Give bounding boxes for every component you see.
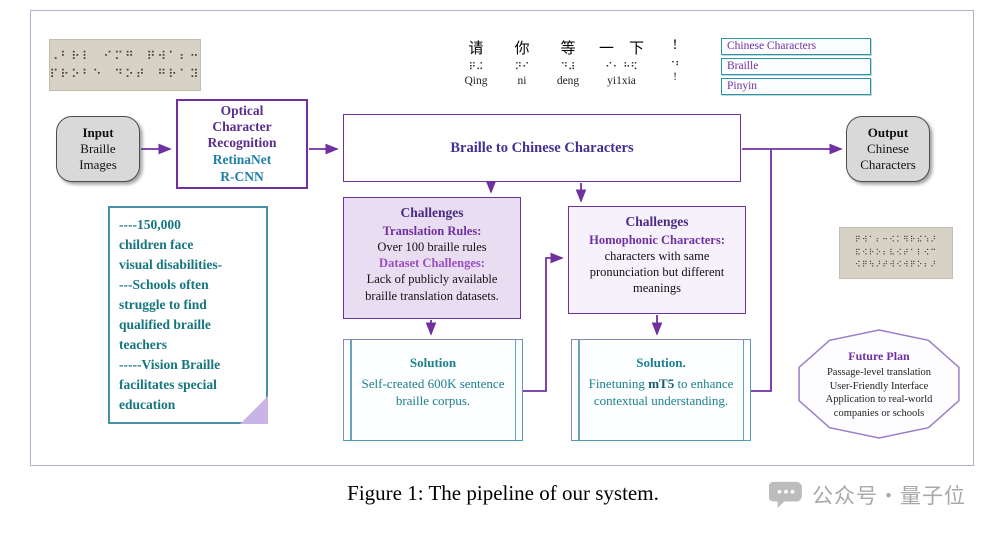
example-annotation: 请 ⠟⠬ Qing 你 ⠝⠊ ni 等 ⠙⠼ deng 一 下 ⠊⠂ ⠓⠫ yi… [461,37,690,87]
chinese-char: 你 [514,41,530,57]
example-column: 你 ⠝⠊ ni [507,37,537,87]
note-line: qualified braille [119,316,211,332]
example-column: 请 ⠟⠬ Qing [461,37,491,87]
challenges-rules-title: Challenges [400,205,464,220]
braille-to-chinese-label: Braille to Chinese Characters [450,139,634,156]
figure-caption: Figure 1: The pipeline of our system. [347,481,659,505]
note-line: ---Schools often [119,276,209,292]
legend-item-braille: Braille [721,58,871,75]
pinyin-label: ! [673,71,677,83]
solution-mt5-text: Finetuning mT5 to enhance contextual und… [572,375,750,410]
homophonic-text: characters with same pronunciation but d… [589,248,725,296]
braille-to-chinese-node: Braille to Chinese Characters [343,114,741,182]
process-bar-right [742,340,744,440]
translation-rules-label: Translation Rules: [382,223,482,238]
braille-row: ⠟⠺⠁⠆⠒⠪⠅⠻⠗⠮⠱⠜ [854,234,938,244]
ocr-node: Optical Character Recognition RetinaNet … [176,99,308,189]
note-line: ----150,000 [119,217,181,232]
braille-row: ⠯⠪⠗⠕⠆⠧⠪⠞⠁⠇⠪⠉ [854,247,938,257]
future-plan-line: Passage-level translation [826,367,932,379]
future-plan-line: companies or schools [833,407,925,419]
watermark: 公众号・量子位 [769,480,966,510]
solution-mt5-box: Solution. Finetuning mT5 to enhance cont… [571,339,751,441]
dataset-challenges-label: Dataset Challenges: [379,256,485,271]
motivation-note: ----150,000 children face visual disabil… [108,206,268,424]
solution-mt5-pre: Finetuning [588,375,649,391]
future-plan-title: Future Plan [848,349,910,364]
output-node-line: Characters [860,157,916,173]
watermark-text: 公众号・量子位 [812,484,966,508]
process-bar-left [350,340,352,440]
braille-cell: ⠙⠼ [560,62,576,73]
example-column: 一 下 ⠊⠂ ⠓⠫ yi1xia [599,37,644,87]
ocr-node-title: Optical Character Recognition [207,102,277,150]
input-node-line: Braille [80,140,116,156]
challenges-rules-box: Challenges Translation Rules: Over 100 b… [343,197,521,319]
note-line: teachers [119,336,167,352]
dataset-challenges-text: Lack of publicly available braille trans… [365,272,499,303]
note-line: education [119,396,176,412]
legend: Chinese Characters Braille Pinyin [721,38,871,98]
braille-cell: ⠟⠬ [468,62,484,73]
future-plan-line: User-Friendly Interface [829,380,929,392]
future-plan-text: Future Plan Passage-level translation Us… [794,329,964,441]
challenges-homophonic-box: Challenges Homophonic Characters: charac… [568,206,746,314]
braille-row: ⠠⠃⠗⠇⠀⠊⠍⠛⠀⠟⠺⠁⠆⠒ [49,49,201,63]
note-line: facilitates special [119,376,217,392]
decagon-outline [798,329,960,439]
braille-cell: ⠝⠊ [514,62,530,73]
pinyin-label: ni [517,75,527,87]
input-node-title: Input [82,124,114,140]
process-bar-left [578,340,580,440]
note-line: -----Vision Braille [119,356,221,372]
note-line: visual disabilities- [119,256,223,272]
braille-image-input: ⠠⠃⠗⠇⠀⠊⠍⠛⠀⠟⠺⠁⠆⠒ ⠏⠗⠕⠃⠑⠀⠙⠕⠞⠀⠛⠗⠁⠽ [49,39,201,91]
future-plan-line: Application to real-world [825,394,933,406]
chinese-char: 请 [468,41,484,57]
homophonic-label: Homophonic Characters: [589,232,725,247]
solution-corpus-title: Solution [409,355,457,370]
output-node-line: Chinese [867,140,909,156]
solution-corpus-box: Solution Self-created 600K sentence brai… [343,339,523,441]
braille-row: ⠏⠗⠕⠃⠑⠀⠙⠕⠞⠀⠛⠗⠁⠽ [49,67,201,81]
legend-item-chinese-characters: Chinese Characters [721,38,871,55]
braille-image-output: ⠟⠺⠁⠆⠒⠪⠅⠻⠗⠮⠱⠜ ⠯⠪⠗⠕⠆⠧⠪⠞⠁⠇⠪⠉ ⠪⠟⠳⠜⠞⠺⠪⠺⠟⠕⠆⠜ [839,227,953,279]
chat-bubble-icon [769,481,802,509]
output-node-title: Output [867,124,909,140]
braille-cell: ⠊⠂ ⠓⠫ [605,62,638,73]
braille-cell: ⠐⠆ [667,58,683,69]
input-node-line: Images [79,157,117,173]
legend-item-pinyin: Pinyin [721,78,871,95]
process-bar-right [514,340,516,440]
translation-rules-text: Over 100 braille rules [377,239,487,254]
solution-mt5-title: Solution. [636,355,686,370]
chinese-char: ! [672,37,678,53]
note-line: children face [119,236,194,252]
output-node: Output Chinese Characters [846,116,930,182]
figure-frame: ⠠⠃⠗⠇⠀⠊⠍⠛⠀⠟⠺⠁⠆⠒ ⠏⠗⠕⠃⠑⠀⠙⠕⠞⠀⠛⠗⠁⠽ 请 ⠟⠬ Qing … [30,10,974,466]
pinyin-label: Qing [464,75,488,87]
solution-mt5-post: to enhance contextual understanding. [593,375,734,409]
challenges-homophonic-title: Challenges [625,214,689,229]
note-line: struggle to find [119,296,207,312]
braille-row: ⠪⠟⠳⠜⠞⠺⠪⠺⠟⠕⠆⠜ [854,260,938,270]
example-column: 等 ⠙⠼ deng [553,37,583,87]
example-column: ! ⠐⠆ ! [660,37,690,87]
ocr-model-rcnn: R-CNN [220,169,264,185]
solution-corpus-text: Self-created 600K sentence braille corpu… [361,375,505,409]
input-node: Input Braille Images [56,116,140,182]
pinyin-label: yi1xia [607,75,636,87]
ocr-model-retinanet: RetinaNet [212,152,272,168]
pinyin-label: deng [556,75,580,87]
chinese-char: 一 下 [599,41,645,57]
chinese-char: 等 [560,41,576,57]
future-plan-shape: Future Plan Passage-level translation Us… [794,329,964,441]
mt5-model-name: mT5 [648,375,675,391]
